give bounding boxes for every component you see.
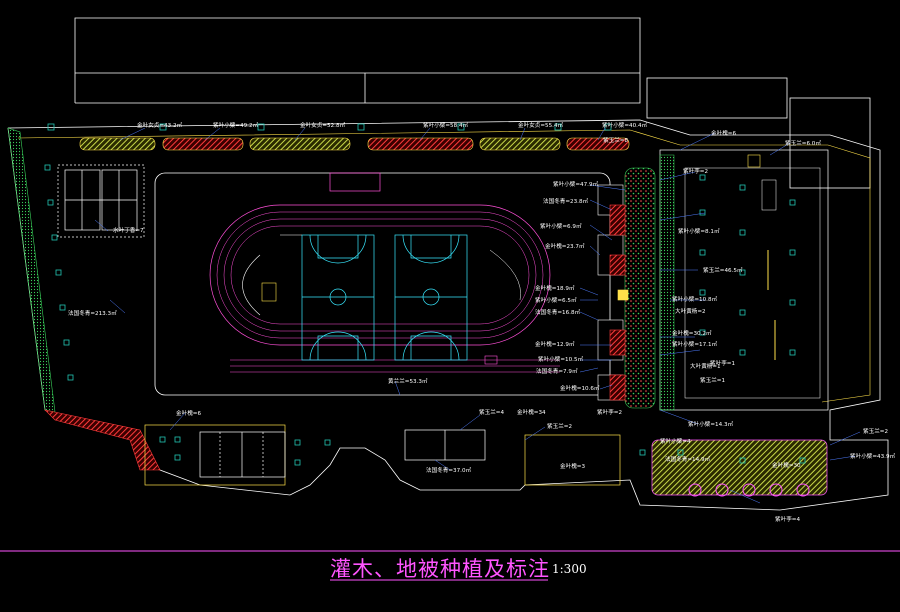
drawing-scale: 1:300 <box>552 562 587 576</box>
label-right-9: 大叶黄杨=1 <box>690 362 721 370</box>
right-parking-area <box>659 149 829 411</box>
center-planting-beds <box>597 167 656 409</box>
label-right-1: 紫叶李=2 <box>683 167 708 175</box>
label-bottom-13: 紫叶小檗=43.9㎡ <box>850 452 896 460</box>
label-top-8: 金叶槐=6 <box>711 129 736 137</box>
label-top-2: 紫叶小檗=49.2㎡ <box>213 121 259 129</box>
basketball-courts <box>280 234 468 361</box>
label-bottom-4: 金叶槐=34 <box>517 408 546 416</box>
left-planting-strip <box>7 127 161 471</box>
label-center-9: 紫叶小檗=10.5㎡ <box>538 355 584 363</box>
label-center-8: 金叶槐=12.9㎡ <box>535 340 575 348</box>
label-bottom-7: 法国冬青=37.0㎡ <box>426 466 472 474</box>
label-bottom-9: 紫叶小檗=4 <box>660 437 691 445</box>
label-top-5: 金叶女贞=55.4㎡ <box>518 121 564 129</box>
label-right-3: 紫玉兰=46.5㎡ <box>703 266 743 274</box>
label-center-7: 法国冬青=16.8㎡ <box>535 308 581 316</box>
label-right-6: 金叶槐=30.2㎡ <box>672 329 712 337</box>
label-top-9: 紫玉兰=6.0㎡ <box>785 139 821 147</box>
label-center-1: 紫叶小檗=47.9㎡ <box>553 180 599 188</box>
top-hedges <box>79 137 630 151</box>
label-center-2: 法国冬青=23.8㎡ <box>543 197 589 205</box>
tree-symbols <box>44 123 806 466</box>
label-right-10: 紫玉兰=1 <box>700 376 725 384</box>
label-bottom-2: 金叶槐=6 <box>176 409 201 417</box>
label-bottom-12: 紫玉兰=2 <box>863 427 888 435</box>
label-right-2: 紫叶小檗=8.1㎡ <box>678 227 720 235</box>
label-top-6: 紫叶小檗=40.4㎡ <box>602 121 648 129</box>
label-center-11: 金叶槐=10.6㎡ <box>560 384 600 392</box>
label-bottom-6: 紫玉兰=2 <box>547 422 572 430</box>
label-center-6: 紫叶小檗=6.5㎡ <box>535 296 577 304</box>
label-right-4: 紫叶小檗=10.8㎡ <box>672 295 718 303</box>
label-center-10: 法国冬青=7.9㎡ <box>536 367 578 375</box>
label-right-7: 紫叶小檗=17.1㎡ <box>672 340 718 348</box>
label-right-8: 紫叶李=1 <box>710 359 735 367</box>
label-bottom-14: 紫叶李=4 <box>775 515 800 523</box>
label-top-1: 金叶女贞=43.2㎡ <box>137 121 183 129</box>
label-center-4: 金叶槐=23.7㎡ <box>545 242 585 250</box>
label-bottom-5: 紫叶李=2 <box>597 408 622 416</box>
label-top-7: 紫玉兰=8 <box>603 136 628 144</box>
label-left-2: 法国冬青=213.3㎡ <box>68 309 117 317</box>
sports-field <box>154 172 611 396</box>
label-left-1: 水叶丁香=7 <box>113 226 144 234</box>
left-tennis-courts <box>57 164 145 238</box>
label-bottom-10: 法国冬青=14.9㎡ <box>665 455 711 463</box>
label-right-11: 紫叶小檗=14.3㎡ <box>688 420 734 428</box>
label-center-5: 金叶槐=18.9㎡ <box>535 284 575 292</box>
plant-labels: 金叶女贞=43.2㎡ 紫叶小檗=49.2㎡ 金叶女贞=52.8㎡ 紫叶小檗=58… <box>68 121 896 523</box>
top-buildings <box>74 17 871 189</box>
label-center-3: 紫叶小檗=6.9㎡ <box>540 222 582 230</box>
drawing-title: 灌木、地被种植及标注 <box>330 557 550 581</box>
label-top-4: 紫叶小檗=58.4㎡ <box>423 121 469 129</box>
leader-lines <box>94 127 861 504</box>
label-bottom-1: 黄兰兰=53.3㎡ <box>388 377 428 385</box>
label-top-3: 金叶女贞=52.8㎡ <box>300 121 346 129</box>
label-bottom-8: 金叶槐=3 <box>560 462 585 470</box>
bottom-courts <box>144 424 828 496</box>
label-bottom-11: 金叶槐=30 <box>772 461 801 469</box>
label-right-5: 大叶黄杨=2 <box>675 307 706 315</box>
bottom-tree-circles <box>688 483 810 497</box>
label-bottom-3: 紫玉兰=4 <box>479 408 504 416</box>
